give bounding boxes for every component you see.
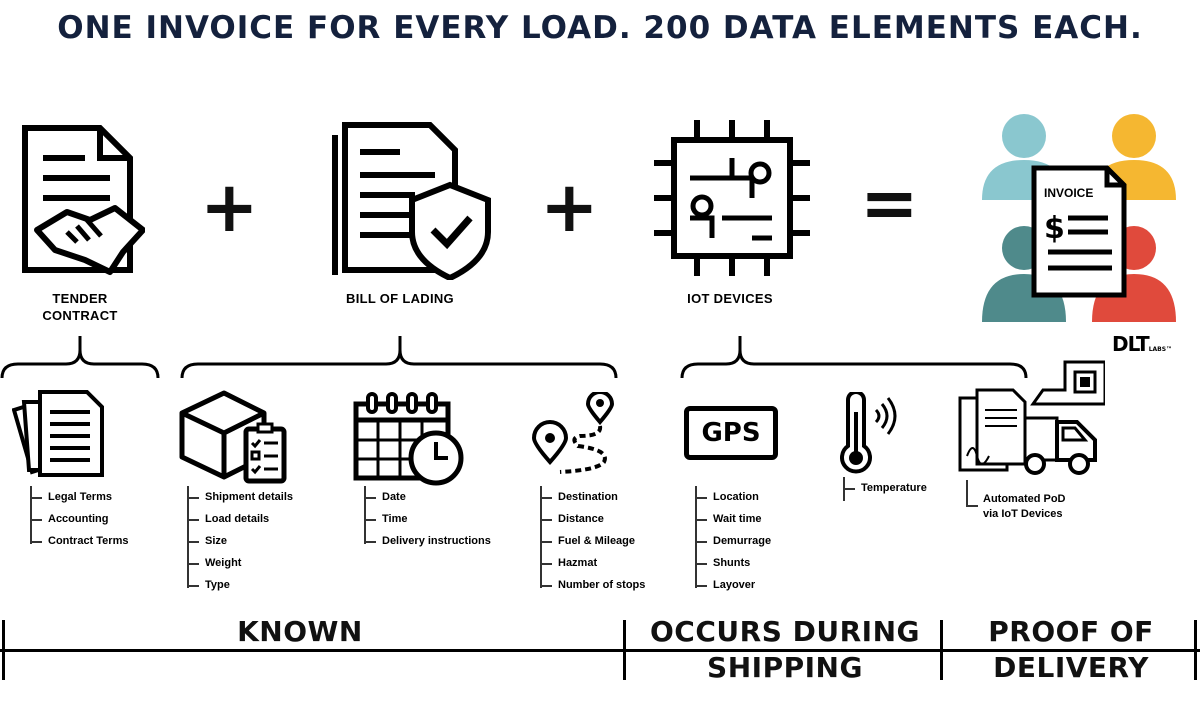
list-item: Wait time xyxy=(695,508,771,530)
list-item: Shunts xyxy=(695,552,771,574)
list-item: Size xyxy=(187,530,293,552)
shipment-list: Shipment details Load details Size Weigh… xyxy=(187,486,293,596)
thermometer-icon xyxy=(840,392,897,474)
list-item: Accounting xyxy=(30,508,128,530)
list-item: Destination xyxy=(540,486,645,508)
timeline-axis xyxy=(0,649,1200,652)
page-title: ONE INVOICE FOR EVERY LOAD. 200 DATA ELE… xyxy=(57,10,1143,46)
bill-of-lading-label: BILL OF LADING xyxy=(346,291,454,306)
equals-operator: = xyxy=(860,162,919,244)
svg-text:$: $ xyxy=(1044,211,1065,246)
timeline-tick xyxy=(1194,620,1197,680)
brace-iot xyxy=(680,336,1028,379)
pod-connector xyxy=(966,505,978,507)
temperature-list: Temperature xyxy=(843,477,927,501)
route-list: Destination Distance Fuel & Mileage Hazm… xyxy=(540,486,645,596)
list-item: Delivery instructions xyxy=(364,530,491,552)
brace-tender xyxy=(0,336,160,379)
list-item: Demurrage xyxy=(695,530,771,552)
contract-handshake-icon xyxy=(22,125,145,275)
gps-icon: GPS xyxy=(684,406,778,460)
list-item: Type xyxy=(187,574,293,596)
people-invoice-icon: INVOICE $ xyxy=(982,114,1176,322)
list-item: Location xyxy=(695,486,771,508)
list-item: Layover xyxy=(695,574,771,596)
document-shield-icon xyxy=(332,122,491,280)
brace-connectors xyxy=(0,336,1028,379)
truck-pod-icon xyxy=(958,360,1105,475)
list-item: Legal Terms xyxy=(30,486,128,508)
gps-list: Location Wait time Demurrage Shunts Layo… xyxy=(695,486,771,596)
plus-operator: + xyxy=(540,166,599,248)
route-pins-icon xyxy=(531,392,615,474)
phase-known: KNOWN xyxy=(237,615,363,648)
timeline-tick xyxy=(940,620,943,680)
schedule-list: Date Time Delivery instructions xyxy=(364,486,491,552)
list-item: Contract Terms xyxy=(30,530,128,552)
timeline-tick xyxy=(623,620,626,680)
list-item: Weight xyxy=(187,552,293,574)
list-item: Time xyxy=(364,508,491,530)
list-item: Distance xyxy=(540,508,645,530)
box-checklist-icon xyxy=(179,390,287,484)
timeline-tick xyxy=(2,620,5,680)
iot-devices-label: IOT DEVICES xyxy=(687,291,773,306)
plus-operator: + xyxy=(200,166,259,248)
list-item: Shipment details xyxy=(187,486,293,508)
papers-icon xyxy=(12,390,104,477)
invoice-label: INVOICE xyxy=(1044,186,1093,200)
calendar-clock-icon xyxy=(353,392,464,486)
microchip-icon xyxy=(654,120,810,276)
pod-connector xyxy=(966,480,968,506)
list-item: Fuel & Mileage xyxy=(540,530,645,552)
list-item: Date xyxy=(364,486,491,508)
brace-lading xyxy=(180,336,618,379)
brand-logo: DLTLABS™ xyxy=(1112,332,1173,356)
list-item: Number of stops xyxy=(540,574,645,596)
list-item: Temperature xyxy=(843,477,927,499)
list-item: Hazmat xyxy=(540,552,645,574)
list-item: Load details xyxy=(187,508,293,530)
legal-terms-list: Legal Terms Accounting Contract Terms xyxy=(30,486,128,552)
